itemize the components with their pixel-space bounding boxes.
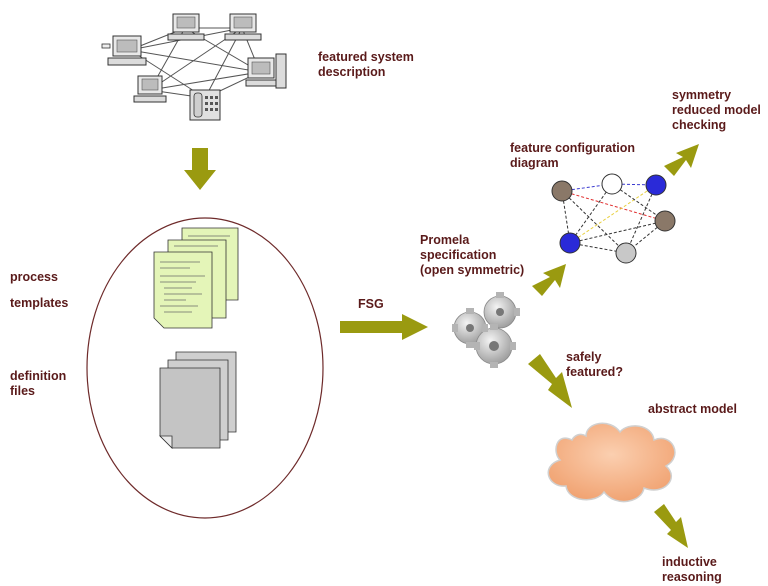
label-abstract: abstract model: [648, 402, 737, 416]
label-promela: Promela specification (open symmetric): [420, 233, 525, 277]
arrow-to-symmetry: [664, 144, 699, 176]
label-process: process: [10, 270, 58, 284]
source-document-icon: [153, 227, 239, 329]
label-inductive: inductive reasoning: [662, 555, 722, 584]
node-brown: [654, 210, 676, 232]
node-white: [601, 173, 623, 195]
feature-config-graph: [551, 173, 676, 264]
definition-file-icon: [159, 351, 237, 449]
arrow-to-inductive: [654, 504, 688, 548]
label-featured-system: featured system description: [318, 50, 414, 79]
arrow-down: [184, 148, 216, 190]
label-symmetry: symmetry reduced model checking: [672, 88, 761, 132]
arrow-to-abstract: [528, 354, 572, 408]
node-blue: [559, 232, 581, 254]
arrow-to-feature-diagram: [532, 264, 566, 296]
node-gray: [615, 242, 637, 264]
arrow-fsg: [340, 314, 428, 340]
node-brown: [551, 180, 573, 202]
label-safely: safely featured?: [566, 350, 623, 379]
telephone-icon: [189, 89, 221, 121]
cloud-icon: [547, 422, 676, 503]
node-blue: [645, 174, 667, 196]
gears-icon: [452, 292, 520, 368]
process-ellipse: [86, 217, 324, 519]
label-templates: templates: [10, 296, 69, 310]
computer-network-icon: [101, 13, 287, 121]
label-fsg: FSG: [358, 297, 384, 311]
label-feature-config: feature configuration diagram: [510, 141, 636, 170]
label-definition: definition files: [10, 369, 67, 398]
